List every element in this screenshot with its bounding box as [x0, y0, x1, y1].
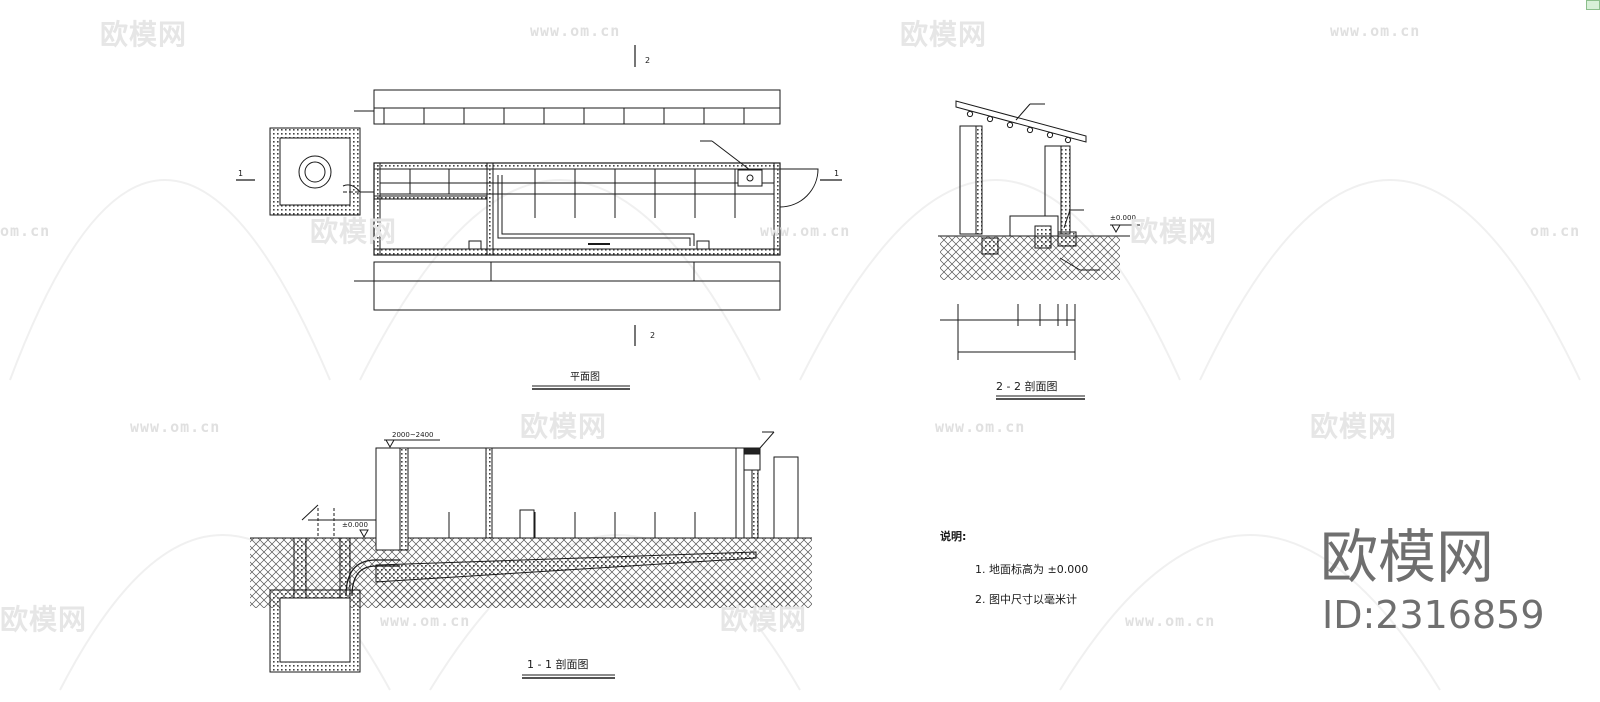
section-mark-1-right: 1	[834, 169, 839, 178]
section-1-1-elev-ground: ±0.000	[342, 521, 368, 529]
watermark-url: om.cn	[1530, 222, 1581, 240]
plan-top-ticks	[383, 108, 745, 124]
plan-top-strip	[373, 89, 781, 125]
plan-view	[236, 45, 842, 390]
plan-bottom-strip	[373, 261, 781, 311]
section-1-1-elev-top: 2000~2400	[392, 431, 434, 439]
section-1-1-pipes	[448, 512, 696, 538]
plan-title: 平面图	[570, 371, 600, 383]
watermark-brand: 欧模网	[900, 18, 988, 51]
watermark-url: www.om.cn	[530, 22, 621, 40]
watermark-brand: 欧模网	[100, 18, 188, 51]
model-id-label: ID:2316859	[1322, 593, 1545, 637]
watermark-brand: 欧模网	[0, 603, 88, 636]
watermark-arcs	[9, 179, 1581, 691]
watermark-url: www.om.cn	[130, 418, 221, 436]
notes-heading: 说明:	[940, 529, 966, 543]
section-mark-2-top: 2	[645, 56, 650, 65]
watermark-url: www.om.cn	[760, 222, 851, 240]
watermark-url: www.om.cn	[380, 612, 471, 630]
section-2-2-title: 2 - 2 剖面图	[996, 379, 1057, 393]
watermark-url: om.cn	[0, 222, 51, 240]
watermark-url: www.om.cn	[935, 418, 1026, 436]
section-2-2	[938, 100, 1140, 400]
section-mark-2-bottom: 2	[650, 331, 655, 340]
watermark-url: www.om.cn	[1125, 612, 1216, 630]
plan-pipe-drops	[409, 169, 736, 218]
note-item-1: 1. 地面标高为 ±0.000	[975, 562, 1088, 576]
watermark-brand: 欧模网	[1310, 410, 1398, 443]
section-1-1-title: 1 - 1 剖面图	[527, 657, 588, 671]
watermark-brand: 欧模网	[1130, 215, 1218, 248]
watermark-url: www.om.cn	[1330, 22, 1421, 40]
plan-tank	[373, 162, 781, 256]
section-1-1	[250, 431, 812, 679]
section-mark-1-left: 1	[238, 169, 243, 178]
watermark-brand: 欧模网	[520, 410, 608, 443]
watermark-brand: 欧模网	[310, 215, 398, 248]
watermark-brand: 欧模网	[720, 603, 808, 636]
brand-logo-text: 欧模网	[1320, 523, 1495, 591]
note-item-2: 2. 图中尺寸以毫米计	[975, 592, 1077, 606]
section-2-2-elev: ±0.000	[1110, 214, 1136, 222]
corner-handle[interactable]	[1586, 0, 1600, 10]
